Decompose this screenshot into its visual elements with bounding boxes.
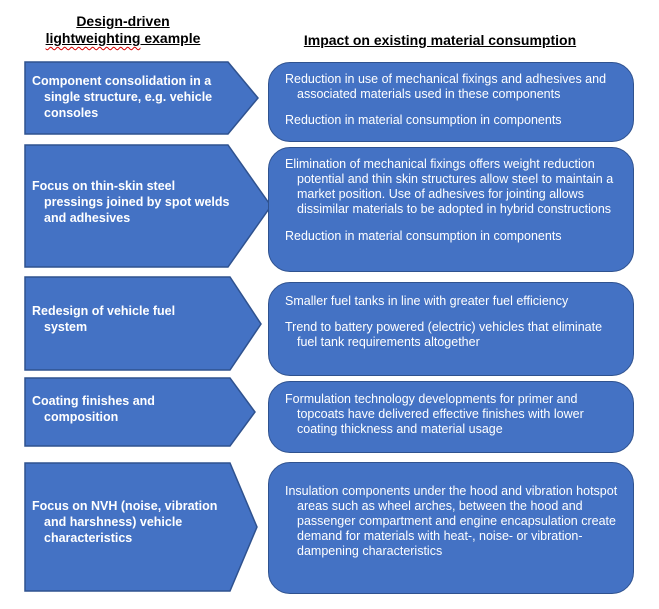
impact-5-a: Insulation components under the hood and… <box>285 484 618 558</box>
impact-box-1: Reduction in use of mechanical fixings a… <box>268 62 634 142</box>
impact-1-b: Reduction in material consumption in com… <box>285 113 562 127</box>
impact-3-b: Trend to battery powered (electric) vehi… <box>285 320 603 349</box>
impact-2-a: Elimination of mechanical fixings offers… <box>285 157 614 216</box>
arrow-shape-4 <box>24 377 256 447</box>
impact-box-2: Elimination of mechanical fixings offers… <box>268 147 634 272</box>
impact-1-a: Reduction in use of mechanical fixings a… <box>285 72 607 101</box>
arrow-shape-1 <box>24 61 259 135</box>
impact-box-3: Smaller fuel tanks in line with greater … <box>268 282 634 376</box>
example-thin-skin-steel: Focus on thin-skin steel pressings joine… <box>32 179 230 225</box>
example-nvh: Focus on NVH (noise, vibration and harsh… <box>32 499 218 545</box>
header-left-line1: Design-driven <box>76 13 170 29</box>
arrow-shape-3 <box>24 276 262 371</box>
impact-4-a: Formulation technology developments for … <box>285 392 584 436</box>
header-lightweighting-example: Design-driven lightweighting example <box>38 13 208 47</box>
impact-box-5: Insulation components under the hood and… <box>268 462 634 594</box>
header-left-spellcheck-word: lightweighting <box>45 30 141 46</box>
header-impact: Impact on existing material consumption <box>303 32 577 48</box>
impact-2-b: Reduction in material consumption in com… <box>285 229 562 243</box>
example-coating-finishes: Coating finishes and composition <box>32 394 155 424</box>
header-left-line2-rest: example <box>140 30 201 46</box>
impact-3-a: Smaller fuel tanks in line with greater … <box>285 294 569 308</box>
example-component-consolidation: Component consolidation in a single stru… <box>32 74 213 120</box>
impact-box-4: Formulation technology developments for … <box>268 381 634 453</box>
example-fuel-system: Redesign of vehicle fuel system <box>32 304 176 334</box>
arrow-shape-2 <box>24 144 272 268</box>
arrow-shape-5 <box>24 462 258 592</box>
